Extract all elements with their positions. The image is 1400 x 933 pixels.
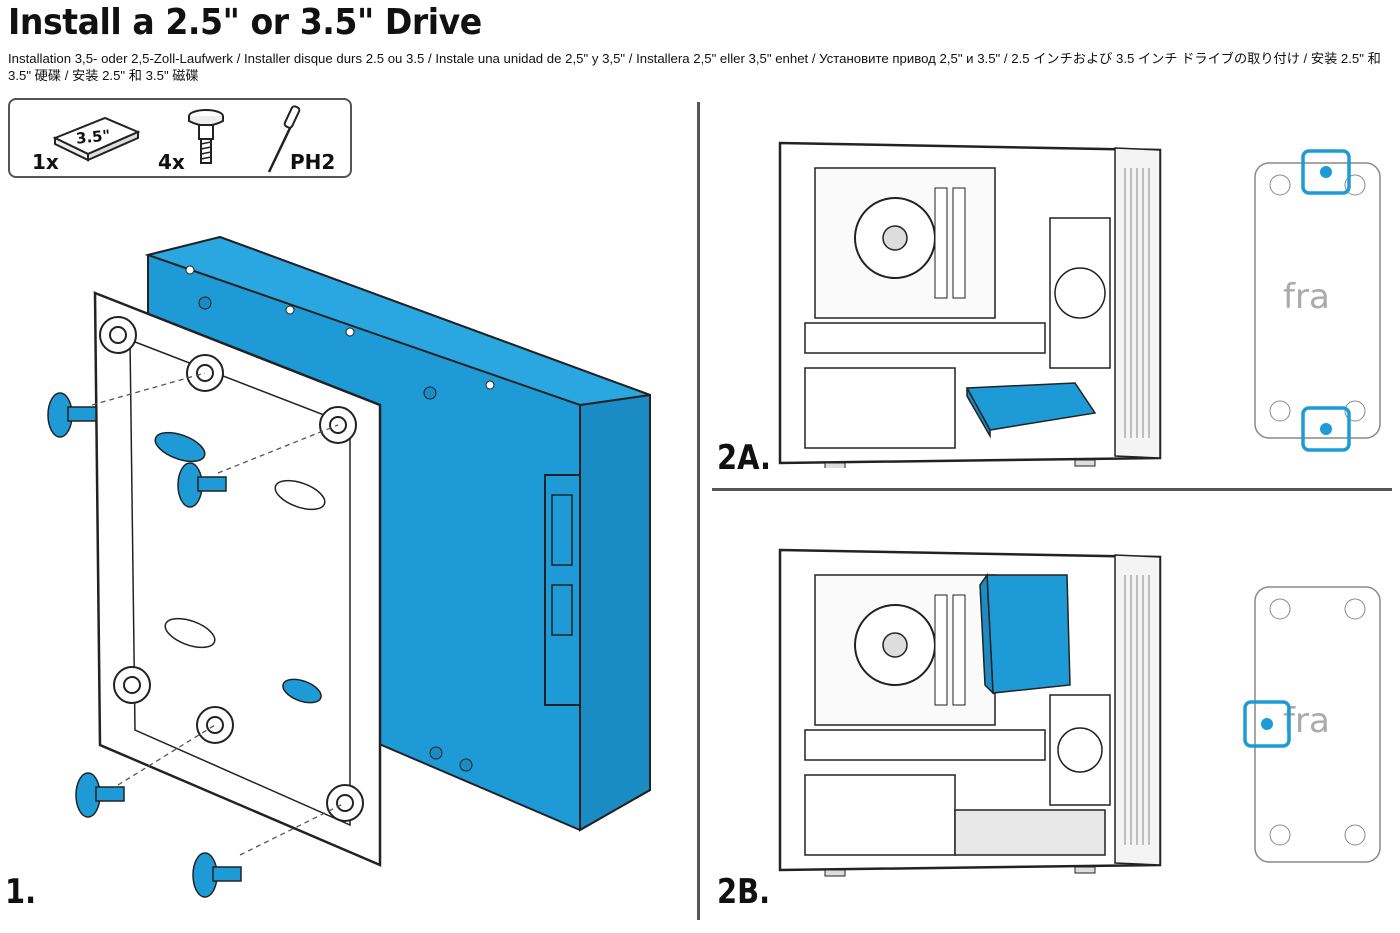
vertical-divider — [697, 102, 700, 920]
blue-screws — [47, 392, 242, 898]
drive-quantity: 1x — [32, 150, 59, 174]
step-2b-label: 2B. — [717, 872, 771, 912]
hard-drive-icon — [52, 116, 141, 162]
svg-text:fra: fra — [1283, 701, 1330, 741]
screw-quantity: 4x — [158, 150, 185, 174]
step-1-label: 1. — [5, 872, 37, 912]
drive-bracket-illustration — [93, 291, 382, 867]
step-1-illustration — [47, 235, 651, 898]
drive-label: 3.5" — [75, 126, 112, 148]
horizontal-divider — [712, 488, 1392, 491]
step-2a-label: 2A. — [717, 438, 772, 478]
page-subtitle: Installation 3,5- oder 2,5-Zoll-Laufwerk… — [8, 51, 1381, 83]
step-2b-illustration: fra — [778, 548, 1381, 877]
screwdriver-icon — [267, 105, 301, 173]
step-2a-illustration: fra — [778, 141, 1381, 468]
svg-text:fra: fra — [1283, 277, 1330, 317]
screwdriver-label: PH2 — [290, 150, 336, 174]
page-title: Install a 2.5" or 3.5" Drive — [8, 2, 482, 43]
required-items-box: 3.5" 1x 4x PH2 — [8, 98, 352, 178]
screw-icon — [188, 109, 224, 164]
